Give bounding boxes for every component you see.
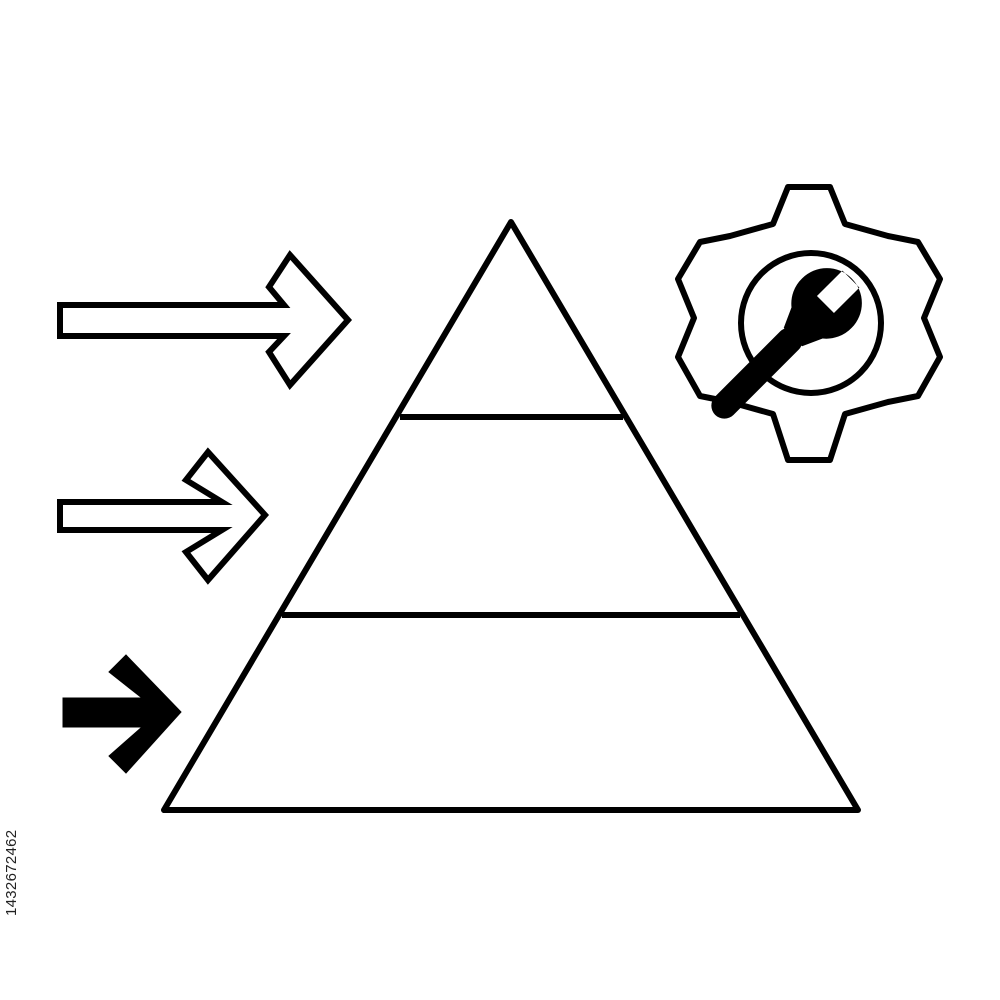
arrows-group	[57, 250, 353, 774]
outline-arrow-top	[57, 250, 353, 390]
filled-arrow-bottom	[62, 654, 182, 774]
stock-id-label: 1432672462	[3, 829, 20, 916]
outline-arrow-middle	[57, 447, 270, 585]
pyramid-outline	[161, 219, 861, 813]
gear-wrench-icon	[675, 184, 943, 463]
pyramid	[161, 219, 861, 813]
wrench-icon	[711, 268, 862, 419]
